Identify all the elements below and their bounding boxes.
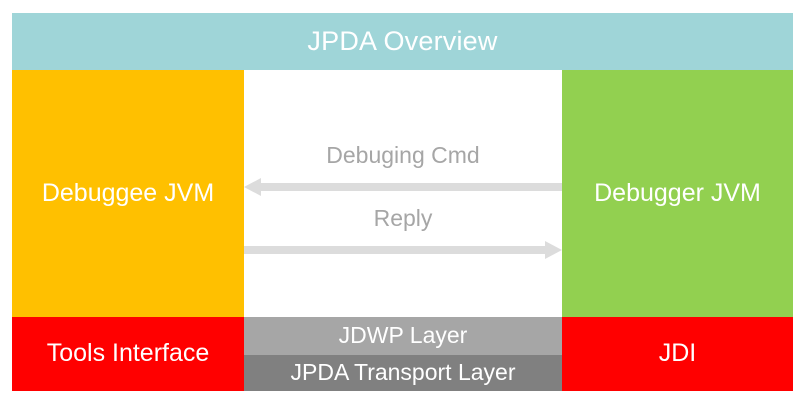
arrow-right-icon bbox=[244, 239, 562, 261]
jdi-block: JDI bbox=[562, 317, 793, 391]
debugger-jvm-label: Debugger JVM bbox=[594, 178, 761, 207]
reply-label: Reply bbox=[373, 205, 433, 231]
debuggee-jvm-block: Debuggee JVM bbox=[12, 70, 244, 317]
jpda-transport-layer-label: JPDA Transport Layer bbox=[290, 359, 516, 386]
jdi-label: JDI bbox=[658, 339, 697, 368]
center-communication-channel bbox=[244, 70, 562, 317]
diagram-title-text: JPDA Overview bbox=[307, 25, 498, 56]
debugging-command-label: Debuging Cmd bbox=[326, 142, 480, 168]
debugging-command-arrow-group: Debuging Cmd bbox=[244, 140, 562, 198]
tools-interface-label: Tools Interface bbox=[46, 339, 210, 368]
jdwp-layer-label: JDWP Layer bbox=[338, 322, 468, 349]
tools-interface-block: Tools Interface bbox=[12, 317, 244, 391]
jdwp-layer-block: JDWP Layer bbox=[244, 317, 562, 355]
diagram-title-banner: JPDA Overview bbox=[12, 13, 793, 70]
debugger-jvm-block: Debugger JVM bbox=[562, 70, 793, 317]
jpda-transport-layer-block: JPDA Transport Layer bbox=[244, 355, 562, 391]
reply-arrow-group: Reply bbox=[244, 203, 562, 261]
arrow-left-icon bbox=[244, 176, 562, 198]
debuggee-jvm-label: Debuggee JVM bbox=[41, 178, 215, 207]
